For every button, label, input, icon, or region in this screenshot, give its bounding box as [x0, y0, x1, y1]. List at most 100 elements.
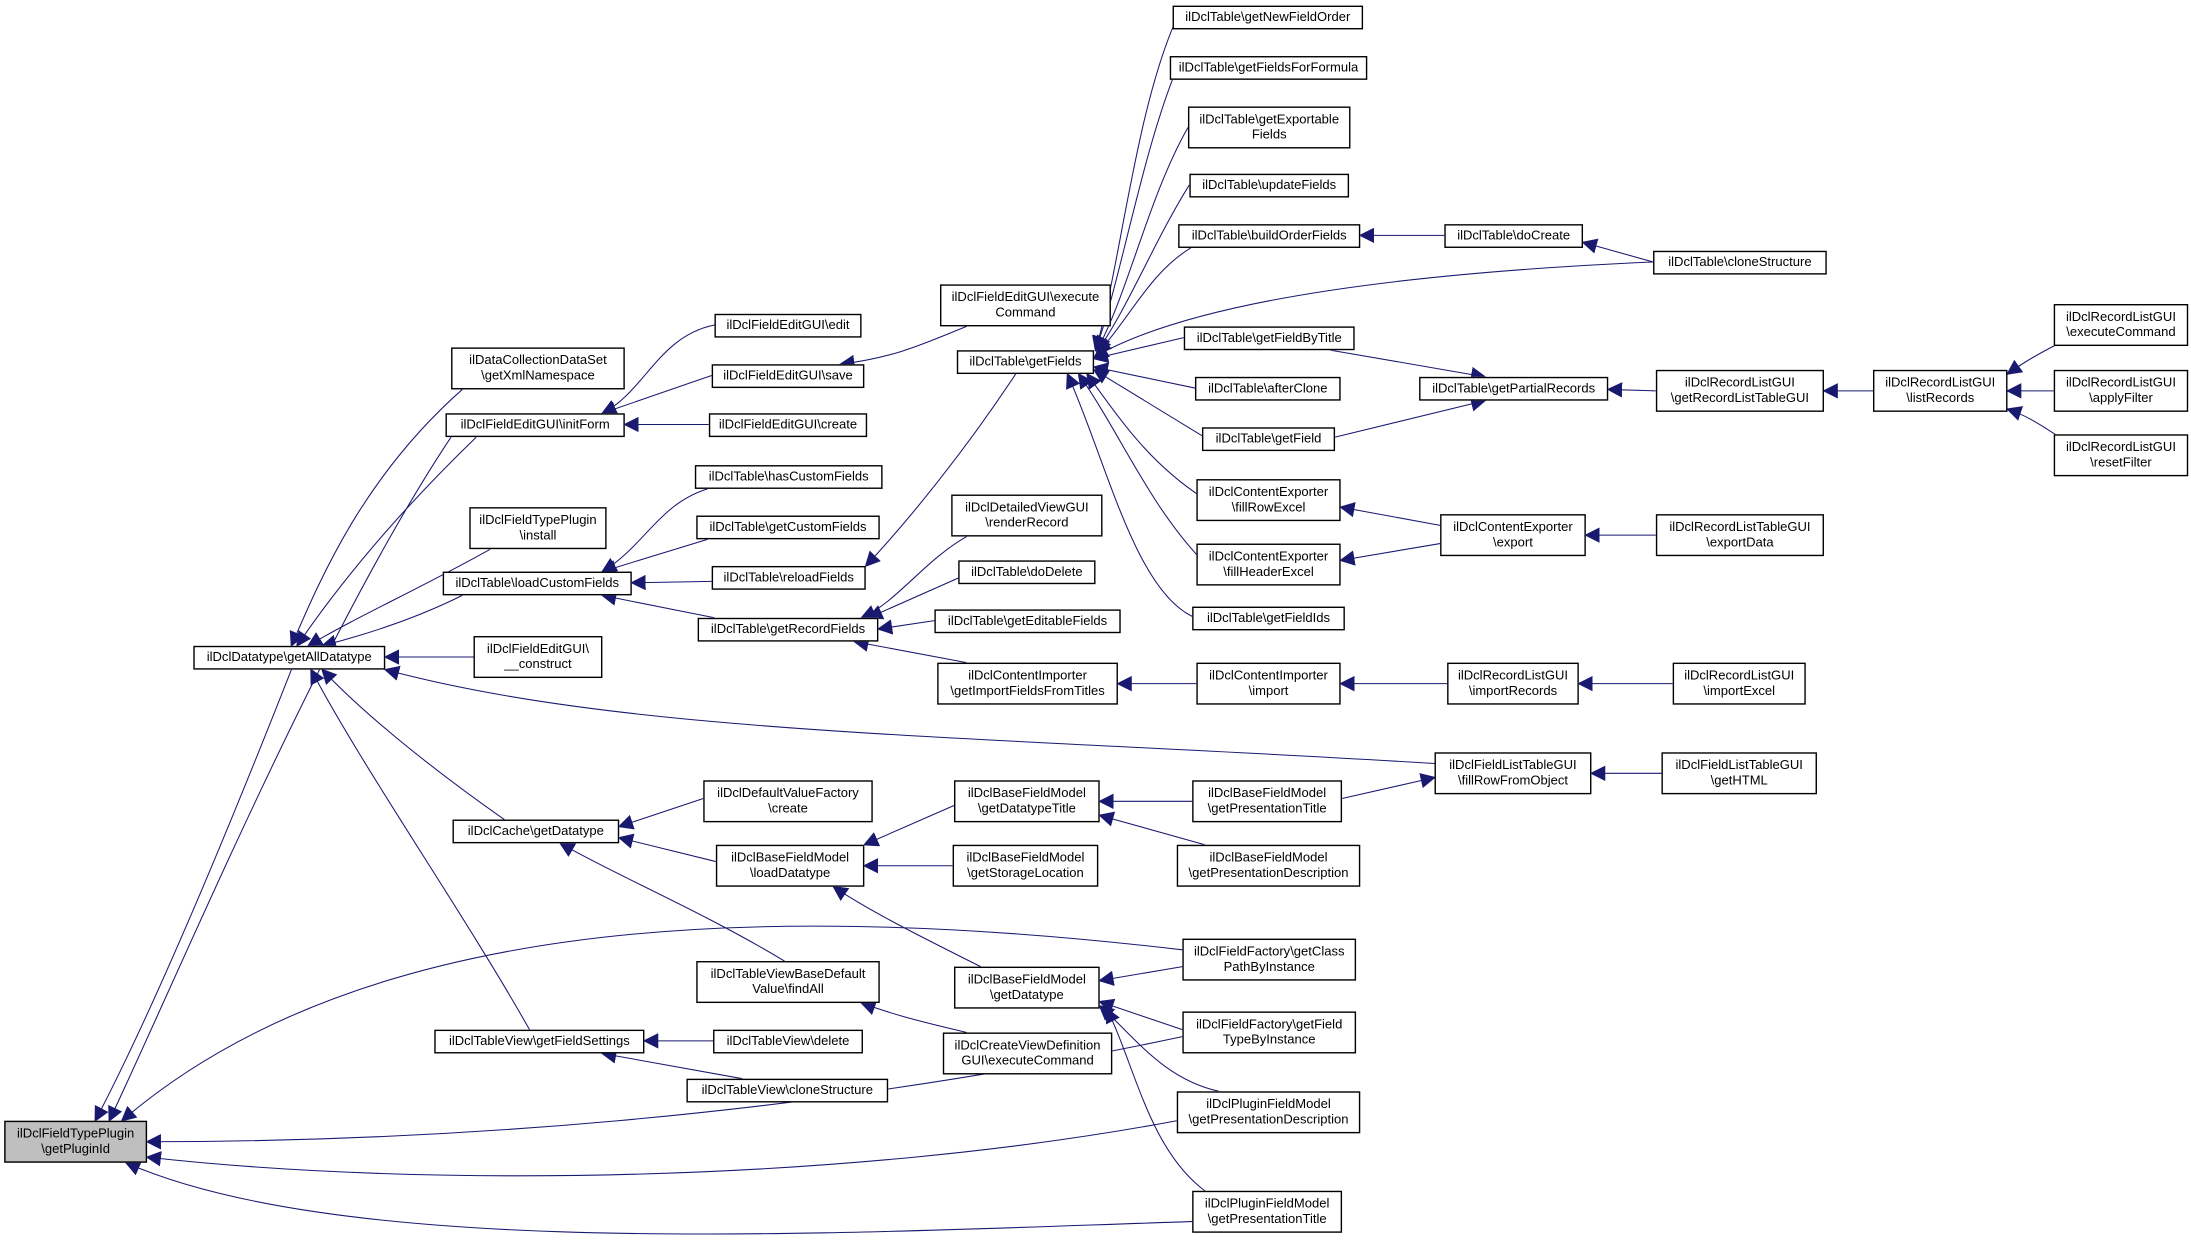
node-n_recordListExecute[interactable]: ilDclRecordListGUI\executeCommand: [2053, 303, 2189, 347]
node-line: ilDclRecordListGUI: [1457, 668, 1568, 683]
node-n_listRecords[interactable]: ilDclRecordListGUI\listRecords: [1873, 369, 2008, 412]
edge-getFields-reloadFields: [864, 373, 1017, 568]
node-n_getRecordFields[interactable]: ilDclTable\getRecordFields: [697, 617, 879, 642]
node-n_getHTML[interactable]: ilDclFieldListTableGUI\getHTML: [1661, 752, 1817, 795]
node-n_pluginPresentationDescription[interactable]: ilDclPluginFieldModel\getPresentationDes…: [1176, 1091, 1361, 1134]
node-n_getFields[interactable]: ilDclTable\getFields: [956, 350, 1095, 375]
node-n_buildOrderFields[interactable]: ilDclTable\buildOrderFields: [1178, 224, 1361, 248]
node-n_getImportFieldsFromTitles[interactable]: ilDclContentImporter\getImportFieldsFrom…: [937, 662, 1118, 705]
node-line: ilDclContentImporter: [1209, 668, 1328, 683]
node-line: ilDclFieldFactory\getField: [1196, 1017, 1343, 1032]
node-n_loadDatatype[interactable]: ilDclBaseFieldModel\loadDatatype: [715, 844, 865, 887]
node-n_tableViewClone[interactable]: ilDclTableView\cloneStructure: [686, 1078, 889, 1103]
node-n_defaultValueCreate[interactable]: ilDclDefaultValueFactory\create: [703, 780, 873, 823]
node-n_reloadFields[interactable]: ilDclTable\reloadFields: [711, 565, 866, 590]
edge-cloneStructure-getFields: [1092, 261, 1654, 359]
node-n_construct[interactable]: ilDclFieldEditGUI\__construct: [473, 636, 603, 679]
node-n_exporterExport[interactable]: ilDclContentExporter\export: [1440, 514, 1586, 557]
node-n_exportData[interactable]: ilDclRecordListTableGUI\exportData: [1655, 514, 1824, 557]
edge-pluginPresentationTitle-getPluginId: [124, 1161, 1193, 1235]
node-line: ilDclFieldTypePlugin: [479, 513, 597, 528]
node-line: ilDclFieldEditGUI\: [486, 642, 589, 657]
node-n_fillHeaderExcel[interactable]: ilDclContentExporter\fillHeaderExcel: [1196, 543, 1341, 586]
node-n_tableViewDelete[interactable]: ilDclTableView\delete: [713, 1029, 863, 1054]
node-line: \getPresentationTitle: [1207, 801, 1327, 816]
node-line: ilDclTableView\cloneStructure: [701, 1083, 873, 1098]
edge-getField-getPartialRecords: [1334, 396, 1487, 438]
node-n_doCreate[interactable]: ilDclTable\doCreate: [1444, 224, 1584, 248]
edge-afterClone-getFields: [1092, 362, 1196, 389]
node-n_save[interactable]: ilDclFieldEditGUI\save: [711, 364, 865, 389]
node-line: ilDclTableView\getFieldSettings: [448, 1034, 630, 1049]
node-line: ilDclFieldEditGUI\save: [723, 368, 853, 383]
node-n_fillRowFromObject[interactable]: ilDclFieldListTableGUI\fillRowFromObject: [1434, 752, 1592, 795]
node-n_getNewFieldOrder[interactable]: ilDclTable\getNewFieldOrder: [1172, 5, 1364, 30]
edge-getExportableFields-getFields: [1096, 127, 1189, 352]
node-line: ilDclBaseFieldModel: [966, 850, 1085, 865]
node-n_cacheGetDatatype[interactable]: ilDclCache\getDatatype: [452, 819, 620, 844]
node-n_edit[interactable]: ilDclFieldEditGUI\edit: [714, 313, 862, 338]
node-line: ilDclFieldFactory\getClass: [1193, 944, 1345, 959]
node-n_baseGetDatatype[interactable]: ilDclBaseFieldModel\getDatatype: [954, 966, 1100, 1009]
edge-getDatatypeTitle-loadDatatype: [862, 805, 955, 847]
node-n_getRecordListTableGUI[interactable]: ilDclRecordListGUI\getRecordListTableGUI: [1655, 369, 1824, 412]
node-n_importExcel[interactable]: ilDclRecordListGUI\importExcel: [1672, 662, 1806, 705]
node-n_resetFilter[interactable]: ilDclRecordListGUI\resetFilter: [2053, 434, 2189, 477]
node-n_getStorageLocation[interactable]: ilDclBaseFieldModel\getStorageLocation: [952, 844, 1099, 887]
node-n_initForm[interactable]: ilDclFieldEditGUI\initForm: [445, 413, 625, 438]
node-n_updateFields[interactable]: ilDclTable\updateFields: [1189, 173, 1350, 198]
node-n_importerImport[interactable]: ilDclContentImporter\import: [1196, 662, 1341, 705]
node-line: ilDclFieldEditGUI\create: [718, 417, 858, 432]
edge-createViewExecute-findAll: [860, 1000, 967, 1033]
node-n_getPluginId[interactable]: ilDclFieldTypePlugin\getPluginId: [4, 1120, 148, 1163]
edge-getFieldByTitle-getPartialRecords: [1330, 349, 1487, 383]
node-n_getFieldByTitle[interactable]: ilDclTable\getFieldByTitle: [1183, 326, 1355, 351]
node-line: \export: [1493, 535, 1533, 550]
node-n_getPartialRecords[interactable]: ilDclTable\getPartialRecords: [1419, 376, 1609, 401]
edge-exporterExport-fillHeaderExcel: [1339, 543, 1441, 566]
node-n_loadCustomFields[interactable]: ilDclTable\loadCustomFields: [442, 571, 632, 596]
node-line: ilDclTable\doDelete: [971, 564, 1083, 579]
node-n_hasCustomFields[interactable]: ilDclTable\hasCustomFields: [694, 465, 883, 489]
node-n_create[interactable]: ilDclFieldEditGUI\create: [708, 413, 868, 438]
node-n_basePresentationDescription[interactable]: ilDclBaseFieldModel\getPresentationDescr…: [1176, 844, 1361, 887]
node-line: ilDclRecordListGUI: [1684, 376, 1795, 391]
node-n_pluginPresentationTitle[interactable]: ilDclPluginFieldModel\getPresentationTit…: [1192, 1190, 1343, 1233]
node-n_getAllDatatype[interactable]: ilDclDatatype\getAllDatatype: [193, 645, 386, 670]
node-line: ilDclContentExporter: [1208, 485, 1329, 500]
node-n_install[interactable]: ilDclFieldTypePlugin\install: [469, 507, 607, 550]
node-n_getFieldSettings[interactable]: ilDclTableView\getFieldSettings: [434, 1029, 645, 1054]
node-line: \fillRowFromObject: [1457, 773, 1568, 788]
node-line: \listRecords: [1906, 390, 1975, 405]
node-line: \getStorageLocation: [967, 865, 1084, 880]
node-line: ilDclTable\getFieldByTitle: [1196, 330, 1342, 345]
node-n_doDelete[interactable]: ilDclTable\doDelete: [958, 560, 1096, 585]
node-n_getFieldsForFormula[interactable]: ilDclTable\getFieldsForFormula: [1169, 56, 1368, 80]
edge-getClassPathByInstance-baseGetDatatype: [1098, 966, 1183, 986]
node-n_applyFilter[interactable]: ilDclRecordListGUI\applyFilter: [2053, 369, 2189, 412]
node-n_cloneStructure[interactable]: ilDclTable\cloneStructure: [1653, 250, 1827, 275]
node-n_importRecords[interactable]: ilDclRecordListGUI\importRecords: [1447, 662, 1579, 705]
node-n_basePresentationTitle[interactable]: ilDclBaseFieldModel\getPresentationTitle: [1192, 780, 1343, 823]
node-n_fillRowExcel[interactable]: ilDclContentExporter\fillRowExcel: [1196, 479, 1341, 522]
node-n_getXmlNamespace[interactable]: ilDataCollectionDataSet\getXmlNamespace: [451, 347, 625, 390]
node-n_renderRecord[interactable]: ilDclDetailedViewGUI\renderRecord: [951, 494, 1103, 537]
node-n_getCustomFields[interactable]: ilDclTable\getCustomFields: [696, 515, 880, 540]
edge-save-initForm: [600, 374, 712, 417]
edge-updateFields-getFields: [1096, 184, 1190, 353]
node-line: \fillHeaderExcel: [1223, 564, 1314, 579]
node-n_getEditableFields[interactable]: ilDclTable\getEditableFields: [934, 609, 1121, 634]
node-line: \getDatatypeTitle: [977, 801, 1076, 816]
node-n_getField[interactable]: ilDclTable\getField: [1201, 427, 1336, 452]
node-line: \getPresentationTitle: [1207, 1211, 1327, 1226]
node-n_getDatatypeTitle[interactable]: ilDclBaseFieldModel\getDatatypeTitle: [954, 780, 1100, 823]
node-n_getFieldIds[interactable]: ilDclTable\getFieldIds: [1192, 606, 1345, 631]
node-n_afterClone[interactable]: ilDclTable\afterClone: [1194, 376, 1341, 401]
node-line: ilDclFieldEditGUI\execute: [951, 290, 1100, 305]
